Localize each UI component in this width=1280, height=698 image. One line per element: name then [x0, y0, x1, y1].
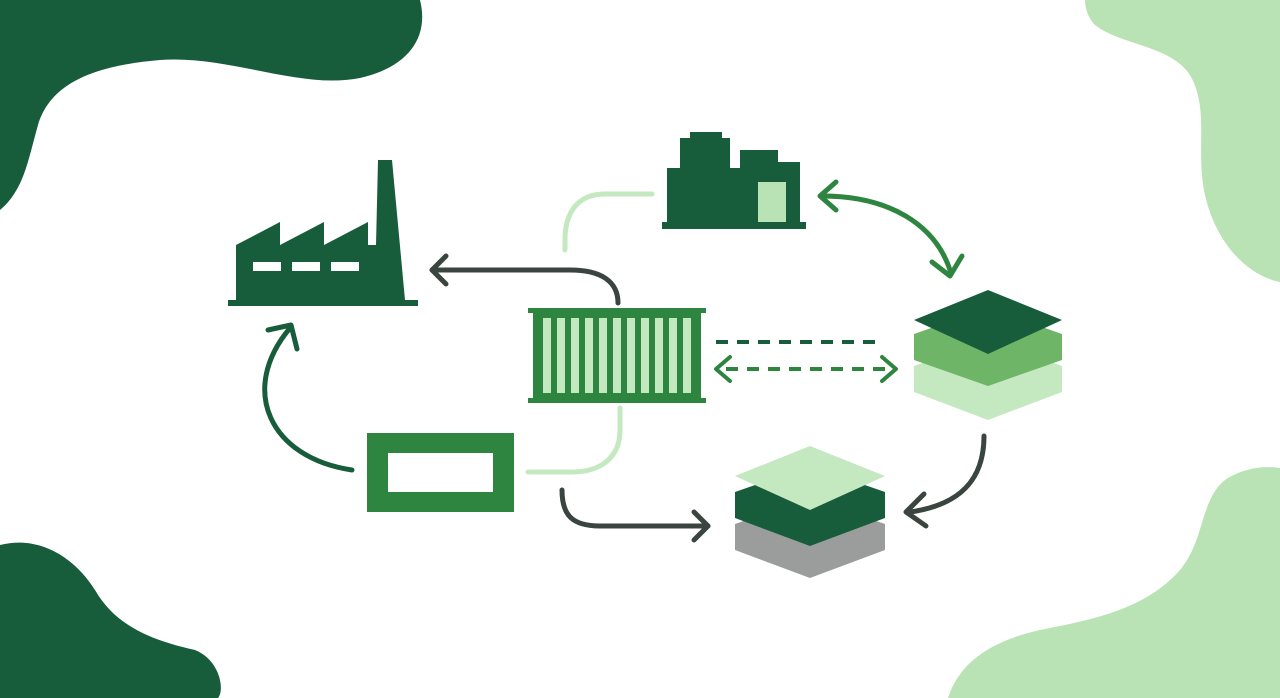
link-warehouse-to-container — [562, 191, 655, 253]
link-container-to-pallet — [525, 405, 623, 475]
factory-window-2 — [292, 262, 320, 271]
arrow-head-stack-lower-left — [691, 509, 711, 543]
factory-window-1 — [253, 262, 281, 271]
arrow-pallet-to-factory — [262, 325, 355, 473]
stack-lower-top-layer — [735, 446, 885, 510]
corner-blob-bottom-left — [0, 542, 221, 698]
corner-blob-top-right — [1085, 0, 1280, 282]
arrow-head-stack-lower-right — [903, 491, 929, 529]
arrow-container-to-factory — [429, 267, 621, 306]
factory-icon — [228, 160, 418, 306]
stack-upper-top-layer — [914, 290, 1062, 354]
dashed-arrow-head-right — [880, 355, 898, 383]
warehouse-icon — [662, 132, 806, 229]
warehouse-door — [758, 182, 786, 222]
dashed-arrow-head-left — [714, 355, 732, 383]
pallet-icon — [367, 433, 514, 512]
shipping-container-icon — [528, 308, 706, 403]
layered-stack-icon-upper — [914, 290, 1062, 420]
corner-blob-top-left — [0, 0, 423, 210]
corner-blob-bottom-right — [948, 467, 1280, 698]
arrow-warehouse-to-stack-upper — [819, 193, 953, 273]
arrow-head-stack-upper-top — [929, 253, 965, 279]
factory-window-3 — [331, 262, 359, 271]
layered-stack-icon-lower — [735, 446, 885, 578]
arrow-head-factory-right — [429, 253, 449, 287]
arrow-stack-upper-to-lower — [907, 433, 987, 515]
connections — [262, 179, 987, 543]
arrow-head-warehouse-left — [817, 179, 839, 213]
arrow-pallet-to-stack-lower — [559, 487, 711, 529]
arrow-head-factory-bottom — [265, 322, 300, 352]
